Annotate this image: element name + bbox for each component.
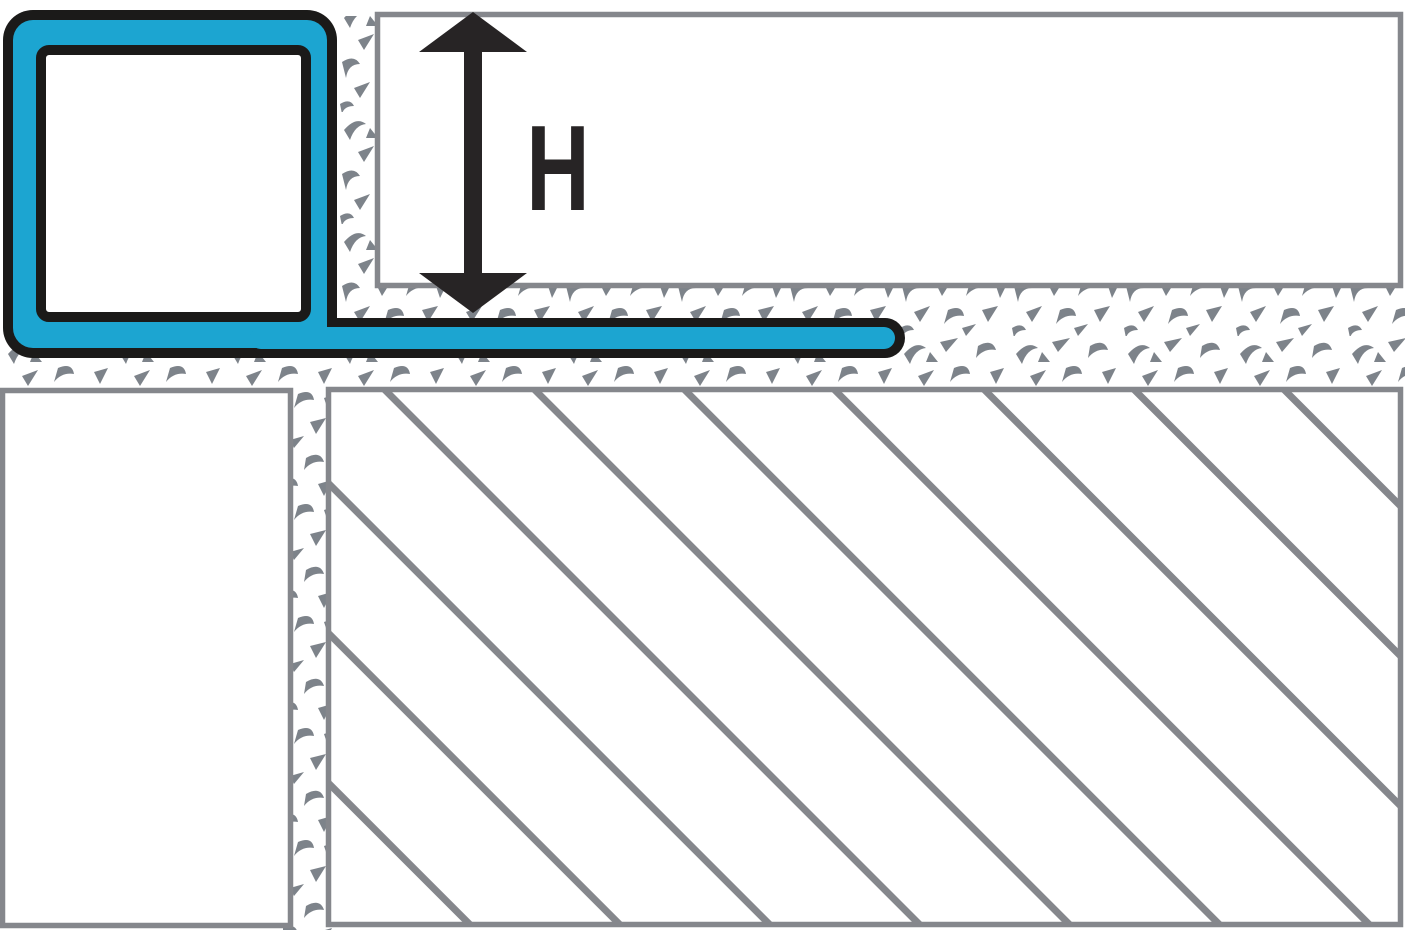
arrow-shaft bbox=[464, 45, 482, 285]
height-dimension-label: H bbox=[526, 100, 589, 237]
substrate-hatched bbox=[325, 386, 1404, 928]
profile-body-leg bbox=[250, 327, 895, 349]
profile-inner-cavity bbox=[36, 45, 311, 322]
arrowhead-up-icon bbox=[419, 12, 527, 52]
height-arrow bbox=[419, 12, 527, 313]
arrowhead-down-icon bbox=[419, 273, 527, 313]
tile-bottom-left bbox=[0, 387, 294, 929]
tile-top-right bbox=[374, 11, 1404, 289]
adhesive-joint-top bbox=[335, 16, 380, 324]
